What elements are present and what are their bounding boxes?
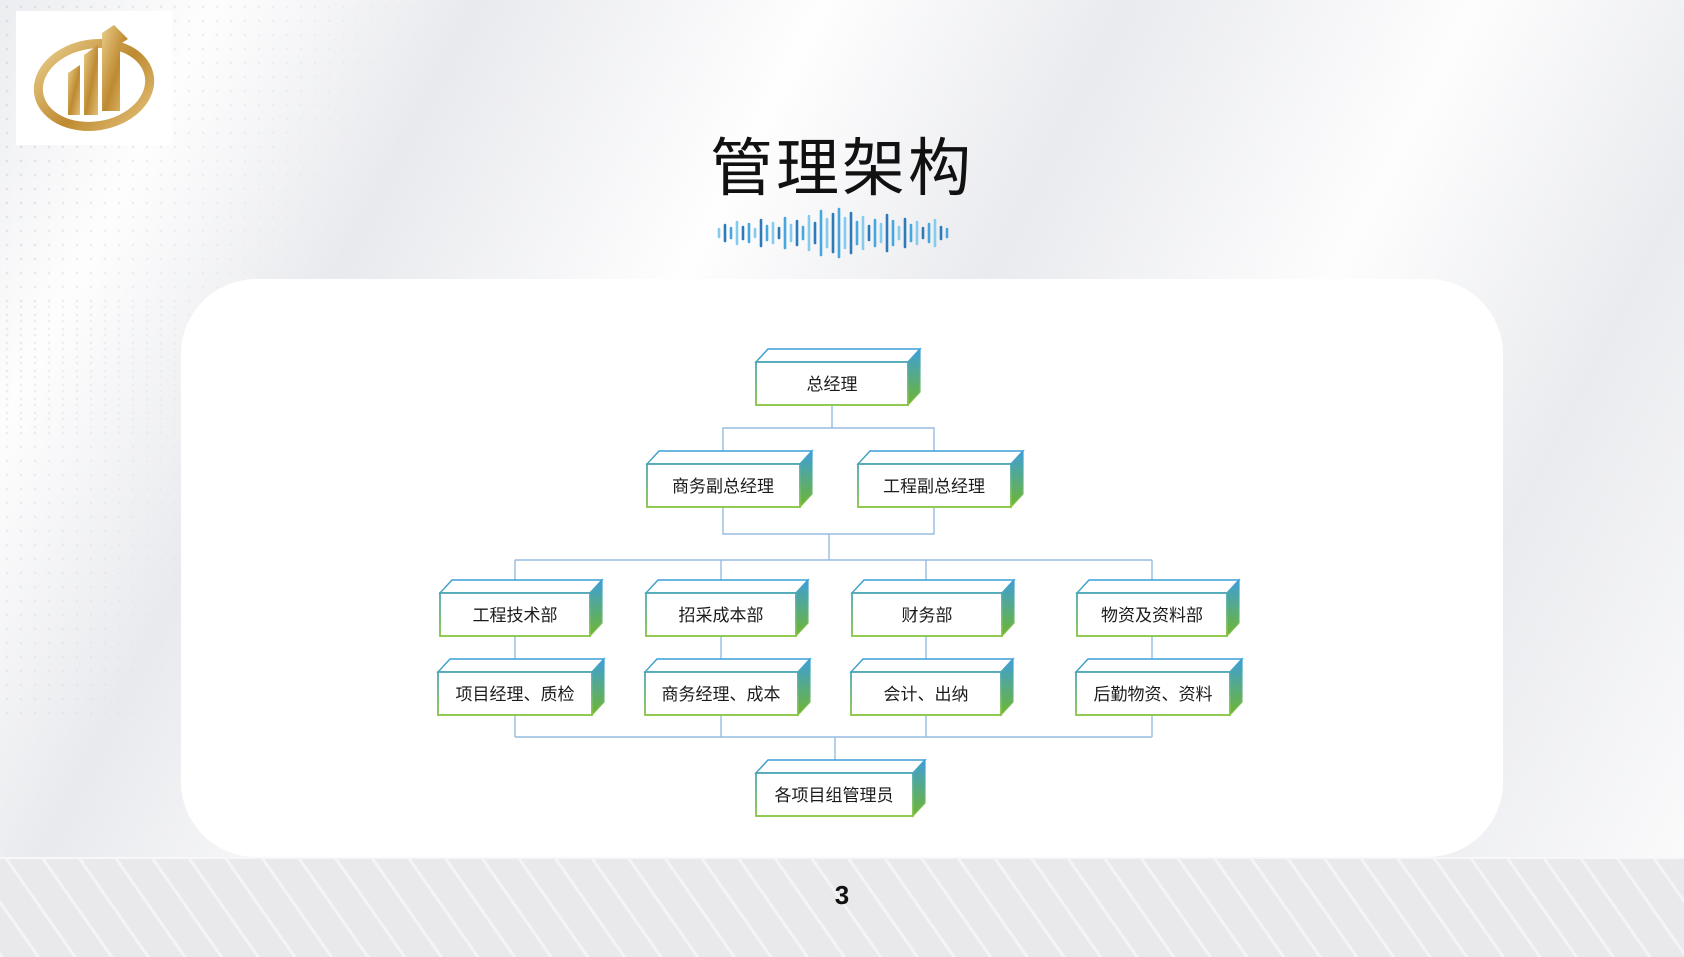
svg-text:物资及资料部: 物资及资料部 [1101, 606, 1203, 625]
svg-text:工程技术部: 工程技术部 [473, 606, 558, 625]
org-node-accounting-cashier: 会计、出纳 [849, 657, 1015, 717]
svg-text:总经理: 总经理 [807, 375, 858, 394]
page-number: 3 [834, 880, 850, 910]
svg-text:商务副总经理: 商务副总经理 [672, 477, 774, 496]
svg-text:项目经理、质检: 项目经理、质检 [456, 685, 575, 704]
org-node-project-manager-qc: 项目经理、质检 [436, 657, 606, 717]
svg-text:各项目组管理员: 各项目组管理员 [775, 786, 894, 805]
org-node-procurement-cost-dept: 招采成本部 [644, 578, 810, 638]
org-node-engineering-tech-dept: 工程技术部 [438, 578, 604, 638]
svg-text:商务经理、成本: 商务经理、成本 [662, 685, 781, 704]
org-node-finance-dept: 财务部 [850, 578, 1016, 638]
org-node-general-manager: 总经理 [754, 347, 922, 407]
svg-text:财务部: 财务部 [902, 606, 953, 625]
waveform-decoration [717, 207, 949, 259]
org-node-engineering-deputy-gm: 工程副总经理 [856, 449, 1025, 509]
svg-text:工程副总经理: 工程副总经理 [883, 477, 985, 496]
org-connector-lines [514, 405, 1153, 773]
org-node-materials-docs-dept: 物资及资料部 [1075, 578, 1241, 638]
svg-text:招采成本部: 招采成本部 [679, 606, 764, 625]
org-node-logistics-materials-docs: 后勤物资、资料 [1074, 657, 1244, 717]
floor-decoration [0, 857, 1684, 957]
org-node-business-manager-cost: 商务经理、成本 [643, 657, 812, 717]
org-node-business-deputy-gm: 商务副总经理 [645, 449, 814, 509]
svg-text:会计、出纳: 会计、出纳 [884, 685, 969, 704]
company-building-logo [16, 11, 172, 145]
svg-text:后勤物资、资料: 后勤物资、资料 [1094, 685, 1213, 704]
slide-title: 管理架构 [710, 134, 974, 204]
org-node-project-group-admins: 各项目组管理员 [754, 758, 927, 818]
